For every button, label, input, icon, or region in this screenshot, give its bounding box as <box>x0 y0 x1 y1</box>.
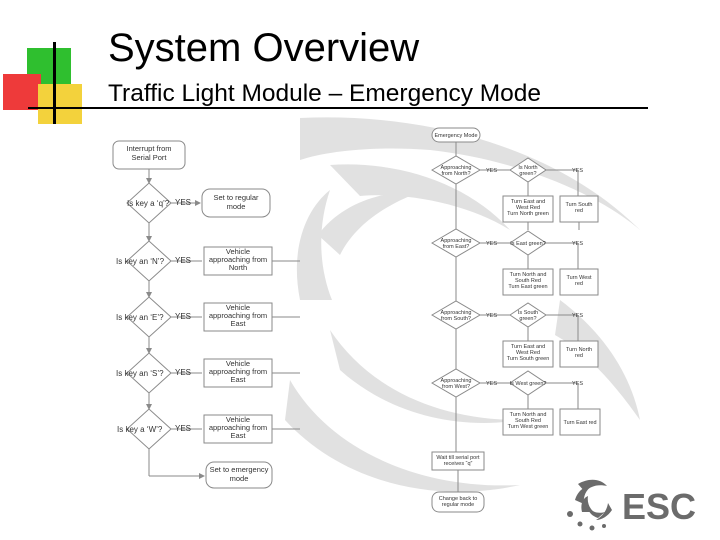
esc-logo: ESC <box>567 479 696 531</box>
title-vertical-rule <box>53 42 56 124</box>
deco-square-red <box>3 74 41 110</box>
esc-logo-text: ESC <box>622 486 696 527</box>
left-decision-2: Is key an ‘N’? <box>116 257 165 266</box>
right-end-box <box>431 491 485 513</box>
deco-square-yellow <box>38 84 82 124</box>
left-yes-4: YES <box>175 368 191 377</box>
svg-text:YES: YES <box>486 313 497 319</box>
left-decision-5: Is key a ‘W’? <box>117 425 163 434</box>
watermark-swirl-icon <box>285 117 640 492</box>
left-decision-4: Is key an ‘S’? <box>116 369 164 378</box>
svg-text:YES: YES <box>486 381 497 387</box>
left-yes-1: YES <box>175 198 191 207</box>
title-rule <box>28 107 648 109</box>
slide-subtitle: Traffic Light Module – Emergency Mode <box>108 80 542 107</box>
left-yes-3: YES <box>175 312 191 321</box>
right-start-text: Emergency Mode <box>434 133 477 139</box>
svg-text:Is West green?: Is West green? <box>510 381 547 387</box>
left-decision-3: Is key an ‘E’? <box>116 313 164 322</box>
left-decision-1: Is key a ‘q’? <box>127 199 170 208</box>
svg-text:Is East green?: Is East green? <box>510 241 545 247</box>
svg-text:YES: YES <box>486 241 497 247</box>
left-yes-2: YES <box>175 256 191 265</box>
svg-text:YES: YES <box>486 168 497 174</box>
left-yes-5: YES <box>175 424 191 433</box>
left-end-box <box>205 461 273 489</box>
svg-text:Turn East red: Turn East red <box>563 420 596 426</box>
slide-title: System Overview <box>108 26 420 70</box>
esc-swirl-logo-icon <box>567 479 612 531</box>
